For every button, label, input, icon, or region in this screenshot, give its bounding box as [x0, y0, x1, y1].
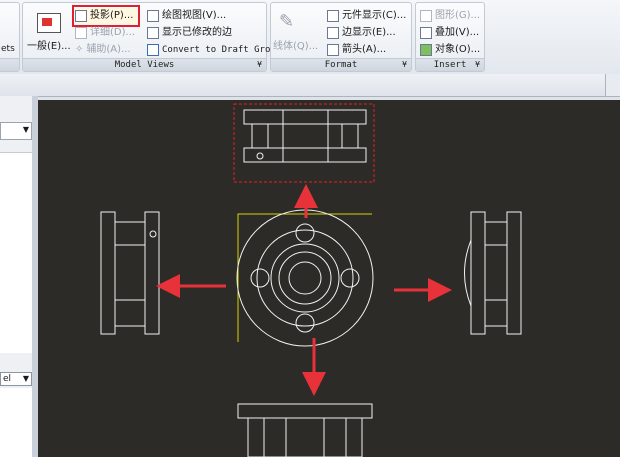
main-front-view — [236, 209, 374, 347]
edge-display-label: 边显示(E)... — [342, 27, 396, 38]
insert-group: 图形(G)... 叠加(V)... 对象(O)... Insert¥ — [415, 2, 485, 72]
drawing-canvas[interactable] — [38, 100, 620, 457]
detail-label: 详细(D)... — [90, 27, 136, 38]
object-button[interactable]: 对象(O)... — [420, 42, 480, 58]
general-view-button[interactable] — [29, 13, 69, 43]
detail-view-button[interactable]: 详细(D)... — [75, 25, 135, 41]
sheets-group: ets — [0, 2, 20, 72]
detail-icon — [75, 27, 87, 39]
model-views-group: 一般(E)... 投影(P)... 详细(D)... ✧ 辅助(A)... 绘图… — [22, 2, 281, 72]
arrow-label: 箭头(A)... — [342, 44, 387, 55]
arrow-icon — [327, 44, 339, 56]
show-modified-edges-label: 显示已修改的边 — [162, 27, 232, 38]
auxiliary-icon: ✧ — [75, 44, 84, 55]
object-icon — [420, 44, 432, 56]
chevron-down-icon: ▼ — [22, 125, 29, 134]
panel-dropdown[interactable]: el▼ — [0, 372, 32, 386]
bottom-projection-view — [237, 403, 373, 457]
panel-dropdown-top[interactable]: ▼ — [0, 122, 32, 140]
general-view-icon — [37, 13, 61, 33]
drawing-view-label: 绘图视图(V)... — [162, 10, 227, 21]
format-group-title[interactable]: Format¥ — [271, 58, 411, 71]
convert-label: Convert to Draft Group — [162, 45, 282, 55]
panel-toggle[interactable] — [605, 74, 620, 96]
edge-display-icon — [327, 27, 339, 39]
modified-edges-icon — [147, 27, 159, 39]
graphic-label: 图形(G)... — [435, 10, 481, 21]
format-group: ✎ 线体(Q)... 元件显示(C)... 边显示(E)... 箭头(A)...… — [270, 2, 412, 72]
left-projection-view — [100, 211, 160, 335]
ribbon: ets 一般(E)... 投影(P)... 详细(D)... ✧ 辅助(A)..… — [0, 0, 620, 75]
overlay-button[interactable]: 叠加(V)... — [420, 25, 479, 41]
model-tree[interactable] — [0, 152, 32, 353]
projection-arrows — [156, 184, 452, 396]
component-display-label: 元件显示(C)... — [342, 10, 407, 21]
drawing-view-icon — [147, 10, 159, 22]
toolbar-strip — [0, 74, 620, 97]
convert-icon — [147, 44, 159, 56]
expand-icon: ¥ — [402, 60, 407, 69]
hatch-button[interactable]: 线体(Q)... — [273, 41, 319, 52]
arrow-button[interactable]: 箭头(A)... — [327, 42, 386, 58]
drawing-view-button[interactable]: 绘图视图(V)... — [147, 8, 226, 24]
hatch-icon: ✎ — [279, 11, 295, 32]
component-display-icon — [327, 10, 339, 22]
sheets-label: ets — [1, 44, 15, 54]
general-view-label[interactable]: 一般(E)... — [27, 41, 71, 52]
projection-view-button[interactable]: 投影(P)... — [71, 5, 141, 27]
graphic-icon — [420, 10, 432, 22]
convert-draft-group-button[interactable]: Convert to Draft Group — [147, 42, 281, 58]
drawing-views — [100, 103, 522, 457]
expand-icon: ¥ — [475, 60, 480, 69]
component-display-button[interactable]: 元件显示(C)... — [327, 8, 406, 24]
graphic-button[interactable]: 图形(G)... — [420, 8, 480, 24]
projection-label: 投影(P)... — [90, 10, 134, 21]
overlay-label: 叠加(V)... — [435, 27, 480, 38]
object-label: 对象(O)... — [435, 44, 481, 55]
insert-group-title[interactable]: Insert¥ — [416, 58, 484, 71]
overlay-icon — [420, 27, 432, 39]
layer-tree[interactable] — [0, 388, 32, 457]
top-projection-view — [233, 103, 375, 183]
chevron-down-icon: ▼ — [22, 374, 29, 383]
expand-icon: ¥ — [257, 60, 262, 69]
model-tree-panel: ▼ el▼ — [0, 96, 33, 457]
auxiliary-label: 辅助(A)... — [86, 44, 131, 55]
auxiliary-view-button[interactable]: ✧ 辅助(A)... — [75, 42, 131, 58]
projection-icon — [75, 10, 87, 22]
panel-splitter[interactable] — [32, 96, 38, 457]
model-views-group-title[interactable]: Model Views¥ — [23, 58, 266, 71]
show-modified-edges-button[interactable]: 显示已修改的边 — [147, 25, 232, 41]
sheets-group-title — [0, 58, 19, 71]
edge-display-button[interactable]: 边显示(E)... — [327, 25, 396, 41]
right-projection-view — [464, 211, 522, 335]
